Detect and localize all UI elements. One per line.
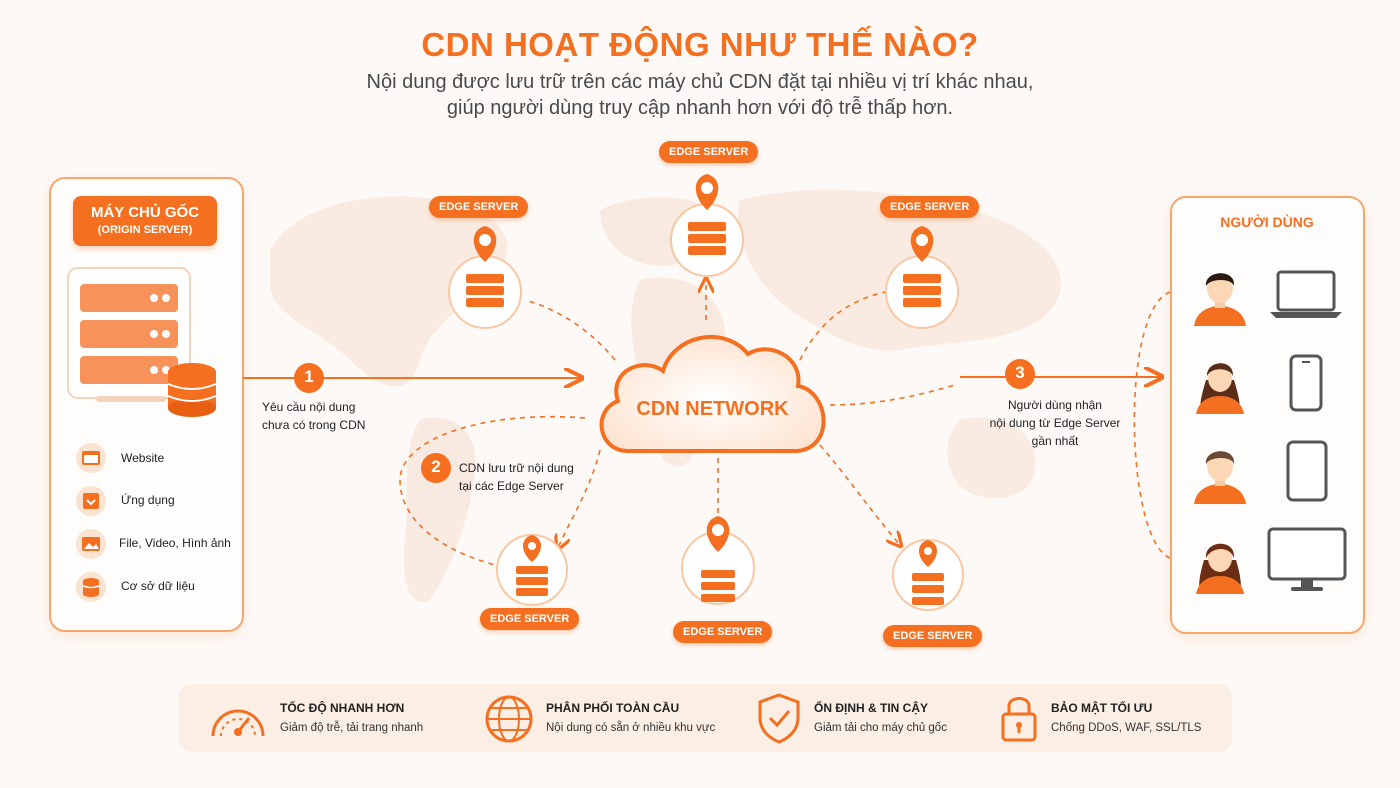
edge-server-top-center [670,174,744,277]
edge-server-label-bottom-left: EDGE SERVER [480,608,580,630]
step-2-number: 2 [431,457,441,476]
features-bar [178,684,1232,752]
feature-4-title: BẢO MẬT TỐI ƯU [1051,701,1153,715]
database-cylinder-icon [167,363,217,417]
link-cdn-step3 [829,384,956,406]
origin-title-line-1: MÁY CHỦ GỐC [90,204,200,221]
database-icon [76,572,106,602]
step-2-text: CDN lưu trữ nội dung tại các Edge Server [459,459,574,495]
step-3-number: 3 [1015,363,1025,382]
feature-2-desc: Nội dung có sẵn ở nhiều khu vực [546,722,716,734]
user-avatar-4 [1196,543,1244,594]
edge-server-bottom-left [496,534,568,606]
shield-check-icon [758,693,800,744]
step-3-line-1: Người dùng nhận [1008,398,1102,412]
origin-server-icon [67,267,217,417]
edge-server-bottom-right [892,539,964,611]
step-3-text: Người dùng nhận nội dung từ Edge Server … [965,396,1145,450]
cdn-network-label: CDN NETWORK [636,398,789,420]
user-avatar-1 [1194,273,1246,326]
origin-item-database: Cơ sở dữ liệu [121,579,195,593]
edge-server-label-top-right: EDGE SERVER [880,196,980,218]
feature-2-title: PHÂN PHỐI TOÀN CẦU [546,701,680,715]
feature-3-desc: Giảm tải cho máy chủ gốc [814,722,947,734]
users-title: NGƯỜI DÙNG [1220,214,1314,230]
link-cdn-bottom-left [558,449,601,548]
edge-server-label-top-left: EDGE SERVER [429,196,529,218]
feature-1-desc: Giảm độ trễ, tải trang nhanh [280,722,424,734]
edge-server-top-right [885,226,959,329]
lock-icon [1001,697,1037,742]
step-3-line-2: nội dung từ Edge Server [989,416,1121,430]
link-cdn-bottom-right [819,444,900,545]
loop-step2 [399,415,586,566]
step-2-badge [421,453,451,483]
origin-item-website: Website [121,451,165,465]
origin-item-media: File, Video, Hình ảnh [119,536,231,550]
subtitle-line-2: giúp người dùng truy cập nhanh hơn với đ… [446,97,954,119]
edge-server-label-top-center: EDGE SERVER [659,141,759,163]
step-1-text: Yêu cầu nội dung chưa có trong CDN [262,398,365,434]
app-icon [76,486,106,516]
link-cdn-top-right [799,291,886,361]
speedometer-icon [211,709,265,737]
website-icon [76,443,106,473]
user-avatar-2 [1196,363,1244,414]
edge-server-bottom-center [681,516,755,605]
phone-icon [1289,354,1323,412]
globe-icon [485,695,533,743]
tablet-icon [1286,440,1328,502]
step-1-line-1: Yêu cầu nội dung [262,400,356,414]
page-title: CDN HOẠT ĐỘNG NHƯ THẾ NÀO? [421,26,979,63]
origin-title-line-2: (ORIGIN SERVER) [97,224,193,236]
origin-server-title: MÁY CHỦ GỐC (ORIGIN SERVER) [73,196,217,246]
step-2-line-2: tại các Edge Server [459,479,564,493]
feature-1-title: TỐC ĐỘ NHANH HƠN [280,701,405,715]
edge-server-label-bottom-right: EDGE SERVER [883,625,983,647]
media-icon [76,529,106,559]
edge-server-label-bottom-center: EDGE SERVER [673,621,773,643]
origin-item-app: Ứng dụng [121,493,175,507]
step-1-badge [294,363,324,393]
subtitle-line-1: Nội dung được lưu trữ trên các máy chủ C… [366,71,1034,93]
cdn-network-cloud [599,335,826,453]
edge-server-top-left [448,226,522,329]
users-bracket [1133,291,1171,559]
monitor-icon [1267,527,1347,591]
feature-4-desc: Chống DDoS, WAF, SSL/TLS [1051,722,1202,734]
page-subtitle: Nội dung được lưu trữ trên các máy chủ C… [0,69,1400,121]
link-cdn-top-left [524,299,616,361]
step-2-line-1: CDN lưu trữ nội dung [459,461,574,475]
user-avatar-3 [1194,451,1246,504]
step-1-line-2: chưa có trong CDN [262,418,366,432]
step-3-badge [1005,359,1035,389]
laptop-icon [1270,270,1342,318]
step-1-number: 1 [304,367,314,386]
step-3-line-3: gần nhất [1031,434,1079,448]
feature-3-title: ỔN ĐỊNH & TIN CẬY [814,701,928,715]
